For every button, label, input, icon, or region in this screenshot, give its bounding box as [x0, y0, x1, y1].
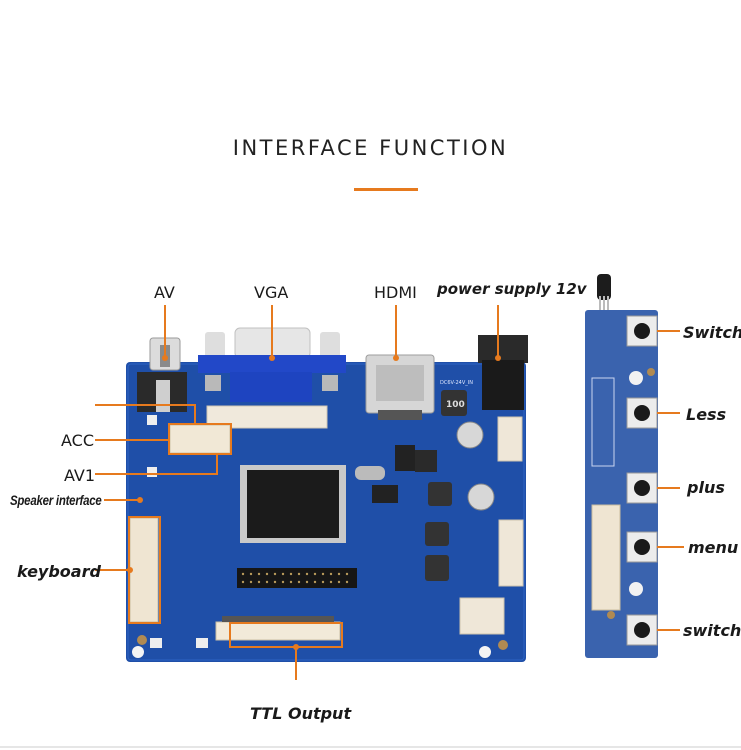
label-acc: ACC: [61, 431, 95, 450]
page-title: INTERFACE FUNCTION: [232, 136, 509, 160]
key-board: [585, 274, 658, 658]
main-chip: [247, 470, 339, 538]
power-barrel-jack: [478, 335, 528, 410]
ttl-highlight: [229, 622, 343, 648]
label-av: AV: [154, 283, 175, 302]
callout-dot: [495, 355, 501, 361]
svg-text:100: 100: [446, 400, 465, 410]
mount-hole: [132, 646, 144, 658]
callout-dot: [293, 644, 299, 650]
label-less: Less: [686, 405, 727, 424]
tact-button: [626, 472, 658, 504]
label-switch-bottom: switch: [683, 621, 741, 640]
silk-dc-in: DC6V-24V_IN: [440, 380, 473, 386]
av1-callout: [95, 454, 218, 475]
mount-hole: [479, 646, 491, 658]
inductor: [428, 482, 452, 506]
inductor: [441, 390, 467, 416]
inductor: [425, 555, 449, 581]
acc-highlight: [168, 423, 232, 455]
mount-pad: [137, 635, 147, 645]
mount-pad: [498, 640, 508, 650]
callout-dot: [162, 355, 168, 361]
label-ttl-output: TTL Output: [250, 704, 352, 723]
keyboard-connector: [129, 517, 159, 623]
crystal: [355, 466, 385, 480]
con4-connector: [498, 519, 524, 587]
tact-button: [626, 315, 658, 347]
label-plus: plus: [687, 478, 725, 497]
tact-button: [626, 397, 658, 429]
title-underline: [354, 188, 418, 191]
inductor: [425, 522, 449, 546]
callout-lines: [95, 305, 684, 680]
cn3-connector: [459, 597, 505, 635]
tact-button: [626, 614, 658, 646]
acc-av1-connector: [169, 424, 231, 454]
callout-dot: [127, 567, 133, 573]
tact-button: [626, 531, 658, 563]
callout-dot: [137, 497, 143, 503]
label-menu: menu: [688, 538, 739, 557]
label-av1: AV1: [64, 466, 96, 485]
right-connector: [497, 416, 523, 462]
label-keyboard: keyboard: [17, 562, 101, 581]
capacitor: [467, 483, 495, 511]
unlabeled-callout: [95, 404, 196, 425]
label-switch-top: Switch: [683, 323, 741, 342]
main-board: DC6V-24V_IN 100: [126, 327, 528, 662]
cn10-pin-header: [237, 568, 357, 588]
av-rca-jack: [137, 337, 187, 412]
callout-dot: [393, 355, 399, 361]
callout-dot: [269, 355, 275, 361]
hdmi-connector: [365, 354, 435, 420]
label-speaker-interface: Speaker interface: [10, 492, 102, 508]
ic: [372, 485, 398, 503]
label-vga: VGA: [254, 283, 289, 302]
ic: [415, 450, 437, 472]
ic: [395, 445, 415, 471]
label-hdmi: HDMI: [374, 283, 417, 302]
label-power-supply: power supply 12v: [437, 280, 587, 298]
j10-connector: [206, 405, 328, 429]
bottom-divider: [0, 746, 741, 748]
capacitor: [456, 421, 484, 449]
ttl-fpc-connector: [215, 621, 341, 641]
ir-receiver: [597, 274, 611, 300]
key-board-connector: [591, 504, 621, 611]
